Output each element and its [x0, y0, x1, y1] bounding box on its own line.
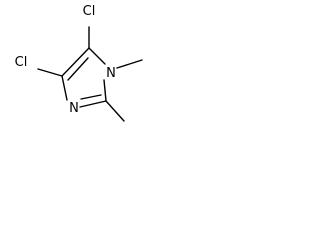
- bond-c2-methyl: [105, 100, 125, 122]
- chemical-structure: Cl Cl N N: [15, 4, 143, 122]
- bond-n1-methyl: [116, 59, 143, 69]
- bond-c2-n3-double: [80, 94, 102, 100]
- bond-n1-c2: [103, 79, 107, 102]
- atom-label-cl-left: Cl: [15, 55, 28, 70]
- bond-c5-n1: [88, 47, 106, 65]
- bond-n3-c4: [61, 75, 68, 101]
- bond-c2-n3: [79, 100, 107, 108]
- bond-c4-c5: [61, 47, 90, 77]
- atom-label-n3: N: [69, 101, 79, 116]
- bond-c4-c5-double: [67, 57, 89, 81]
- atom-label-n1: N: [106, 66, 116, 81]
- atom-label-cl-top: Cl: [83, 4, 96, 19]
- bond-c4-cl: [37, 68, 63, 77]
